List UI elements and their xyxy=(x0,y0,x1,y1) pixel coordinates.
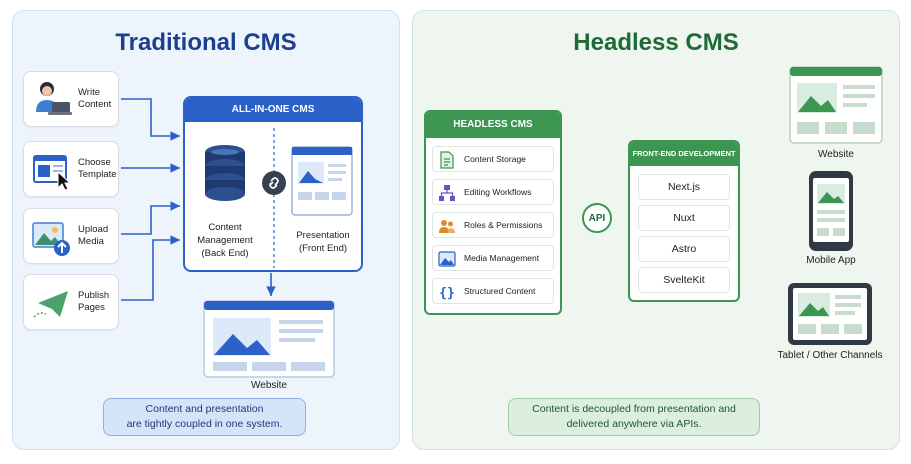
hl-item-media-management: Media Management xyxy=(432,245,554,271)
publish-pages-label: Publish Pages xyxy=(78,289,110,313)
document-icon xyxy=(440,151,454,169)
framework-sveltekit: SvelteKit xyxy=(638,267,730,293)
headless-cms-box: HEADLESS CMS Content Storage Editing Wor… xyxy=(424,110,562,315)
website-output-icon xyxy=(203,300,335,378)
browser-window-icon xyxy=(789,66,883,144)
headless-cms-header: HEADLESS CMS xyxy=(426,112,560,138)
publish-pages-card: Publish Pages xyxy=(23,274,119,330)
traditional-cms-title: Traditional CMS xyxy=(115,29,297,56)
hl-item-label: Editing Workflows xyxy=(464,187,532,197)
headless-cms-title: Headless CMS xyxy=(573,29,739,56)
frontend-development-header: FRONT-END DEVELOPMENT xyxy=(630,142,738,166)
backend-label: Content Management (Back End) xyxy=(197,222,253,259)
paper-plane-icon xyxy=(33,291,68,318)
braces-icon: {} xyxy=(439,286,455,301)
channel-website-label: Website xyxy=(818,149,854,160)
hl-item-label: Media Management xyxy=(464,253,540,263)
svg-text:{}: {} xyxy=(439,286,455,301)
channel-tablet-label: Tablet / Other Channels xyxy=(777,350,883,361)
upload-media-card: Upload Media xyxy=(23,208,119,264)
frontend-label: Presentation (Front End) xyxy=(296,230,350,254)
workflow-icon xyxy=(439,185,455,201)
headless-note: Content is decoupled from presentation a… xyxy=(508,398,760,436)
image-icon xyxy=(438,251,456,267)
hl-item-label: Roles & Permissions xyxy=(464,220,543,230)
traditional-note-text: Content and presentation are tightly cou… xyxy=(126,403,283,430)
traditional-note: Content and presentation are tightly cou… xyxy=(103,398,306,436)
phone-icon xyxy=(809,171,853,251)
template-cursor-icon xyxy=(33,155,72,191)
api-badge: API xyxy=(582,203,612,233)
hl-item-editing-workflows: Editing Workflows xyxy=(432,179,554,205)
divider-dashed xyxy=(273,128,275,268)
framework-nuxt: Nuxt xyxy=(638,205,730,231)
hl-item-label: Structured Content xyxy=(464,286,536,296)
all-in-one-cms-header: ALL-IN-ONE CMS xyxy=(185,98,361,122)
hl-item-content-storage: Content Storage xyxy=(432,146,554,172)
choose-template-label: Choose Template xyxy=(78,156,117,180)
website-output-label: Website xyxy=(251,380,287,391)
frontend-development-box: FRONT-END DEVELOPMENT Next.js Nuxt Astro… xyxy=(628,140,740,302)
all-in-one-cms-box: ALL-IN-ONE CMS Content Management (Back … xyxy=(183,96,363,272)
hl-item-label: Content Storage xyxy=(464,154,526,164)
channel-mobile-label: Mobile App xyxy=(806,255,856,266)
users-icon xyxy=(439,220,455,233)
database-icon xyxy=(205,145,245,201)
upload-media-label: Upload Media xyxy=(78,223,109,247)
choose-template-card: Choose Template xyxy=(23,141,119,197)
image-upload-icon xyxy=(32,222,70,256)
link-icon xyxy=(262,171,286,195)
hl-item-roles-permissions: Roles & Permissions xyxy=(432,212,554,238)
tablet-icon xyxy=(788,283,872,345)
webpage-preview-icon xyxy=(291,146,353,216)
headless-note-text: Content is decoupled from presentation a… xyxy=(532,403,736,430)
write-content-label: Write Content xyxy=(78,86,112,110)
hl-item-structured-content: {} Structured Content xyxy=(432,278,554,304)
write-content-card: Write Content xyxy=(23,71,119,127)
framework-astro: Astro xyxy=(638,236,730,262)
person-laptop-icon xyxy=(36,82,72,115)
framework-nextjs: Next.js xyxy=(638,174,730,200)
